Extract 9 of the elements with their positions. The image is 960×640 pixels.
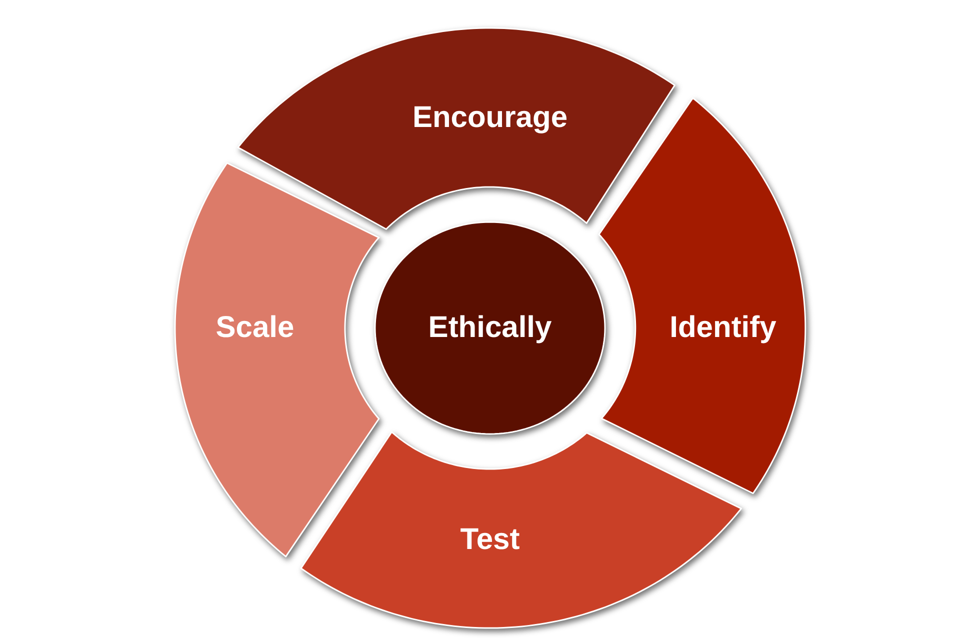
segment-label: Scale — [216, 310, 294, 345]
ring-segment — [238, 28, 676, 230]
segment-label: Test — [460, 522, 520, 557]
ring-segment — [598, 98, 805, 494]
segment-label: Encourage — [412, 100, 568, 135]
segment-label: Ethically — [428, 311, 552, 345]
ring-segment — [175, 162, 379, 556]
ring-segment — [301, 432, 742, 628]
segment-label: Identify — [670, 310, 776, 345]
